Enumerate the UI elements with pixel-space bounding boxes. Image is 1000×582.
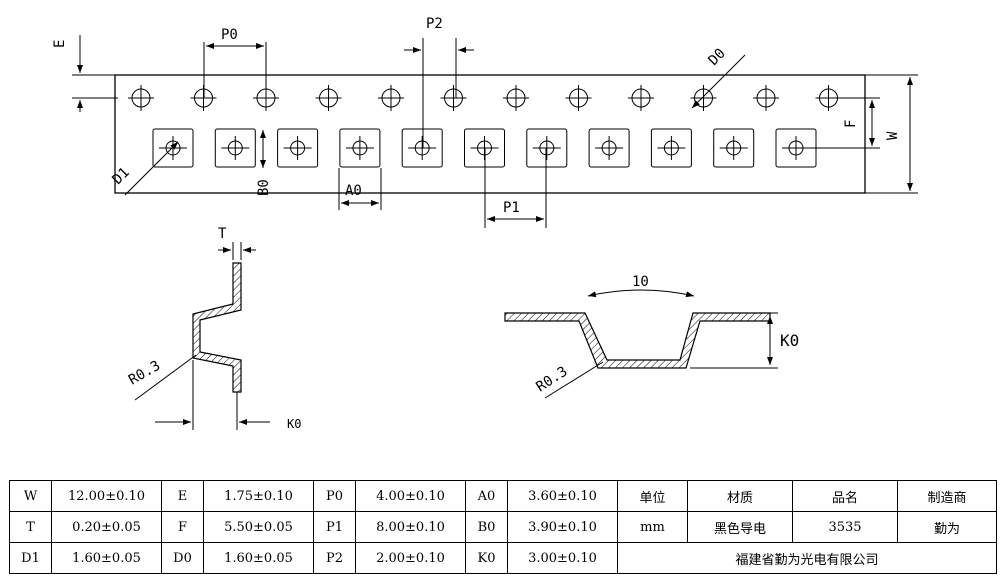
table-cell: W (9, 480, 52, 512)
sprocket-hole (503, 85, 529, 111)
dim-p1 (484, 148, 547, 228)
table-cell: 制造商 (897, 480, 997, 512)
table-cell: P1 (313, 511, 356, 543)
component-pockets (152, 128, 817, 168)
label-width-value: 10 (632, 274, 649, 290)
table-cell: A0 (465, 480, 508, 512)
table-cell: 5.50±0.05 (203, 511, 314, 543)
table-cell: B0 (465, 511, 508, 543)
sprocket-hole (815, 85, 842, 111)
sprocket-hole (565, 85, 592, 111)
table-cell: 单位 (617, 480, 688, 512)
sprocket-hole (753, 85, 779, 111)
label-side-k0: K0 (287, 417, 301, 431)
table-cell: 3535 (792, 511, 898, 543)
table-cell: 材质 (687, 480, 793, 512)
table-cell: 品名 (792, 480, 898, 512)
table-cell: F (161, 511, 204, 543)
label-p1: P1 (503, 200, 520, 216)
sprocket-hole (378, 85, 404, 111)
table-cell: D1 (9, 542, 52, 574)
label-d1: D1 (110, 165, 133, 188)
label-a0: A0 (345, 183, 362, 199)
sprocket-hole (628, 85, 654, 111)
table-cell: 12.00±0.10 (51, 480, 162, 512)
pocket (401, 128, 443, 168)
table-cell: P2 (313, 542, 356, 574)
table-cell: 1.60±0.05 (51, 542, 162, 574)
dim-cross-k0 (690, 312, 778, 369)
side-view-profile (192, 262, 242, 393)
dim-w (865, 74, 918, 194)
table-cell: 8.00±0.10 (355, 511, 466, 543)
sprocket-hole (315, 85, 342, 111)
dim-a0 (338, 168, 382, 210)
table-cell: 3.60±0.10 (507, 480, 618, 512)
sprocket-hole (128, 85, 154, 111)
pocket (588, 128, 630, 168)
dim-e (72, 35, 118, 112)
label-t: T (218, 226, 227, 242)
table-cell: 1.60±0.05 (203, 542, 314, 574)
table-cell: 3.00±0.10 (507, 542, 618, 574)
label-b0: B0 (256, 179, 272, 196)
pocket (713, 128, 755, 168)
dim-t (218, 242, 256, 260)
pocket (214, 128, 256, 168)
table-cell: 勤为 (897, 511, 997, 543)
cross-section-profile (504, 312, 771, 369)
dim-side-k0 (155, 360, 270, 430)
table-cell: 2.00±0.10 (355, 542, 466, 574)
dim-d0 (691, 54, 746, 109)
label-p0: P0 (221, 27, 238, 43)
dim-f (810, 97, 880, 149)
table-cell: D0 (161, 542, 204, 574)
table-cell: P0 (313, 480, 356, 512)
pocket (526, 128, 568, 168)
side-radius-leader (134, 354, 197, 401)
table-cell: 0.20±0.05 (51, 511, 162, 543)
table-cell: 黑色导电 (687, 511, 793, 543)
table-cell: 1.75±0.10 (203, 480, 314, 512)
pocket (650, 128, 692, 168)
label-e: E (52, 40, 68, 48)
table-cell: 3.90±0.10 (507, 511, 618, 543)
label-cross-radius: R0.3 (533, 364, 570, 396)
table-cell: 4.00±0.10 (355, 480, 466, 512)
table-cell: 福建省勤为光电有限公司 (617, 542, 997, 574)
label-f: F (843, 120, 859, 128)
dim-width-arc (587, 289, 695, 298)
sprocket-holes (128, 85, 842, 111)
label-d0: D0 (706, 46, 729, 69)
table-cell: mm (617, 511, 688, 543)
sprocket-hole (690, 85, 717, 111)
label-p2: P2 (426, 16, 443, 32)
tape-drawing: E P0 P2 D0 D1 F W B0 (52, 16, 918, 431)
table-cell: K0 (465, 542, 508, 574)
label-cross-k0: K0 (780, 331, 799, 350)
cross-radius-leader (544, 361, 604, 399)
pocket (277, 128, 319, 168)
label-w: W (885, 131, 901, 140)
table-cell: T (9, 511, 52, 543)
tape-outline (114, 74, 866, 194)
dim-p0 (203, 42, 267, 98)
pocket (339, 128, 381, 168)
dim-p2 (404, 38, 474, 148)
table-cell: E (161, 480, 204, 512)
dim-d1 (124, 141, 179, 196)
sprocket-hole (440, 85, 467, 111)
